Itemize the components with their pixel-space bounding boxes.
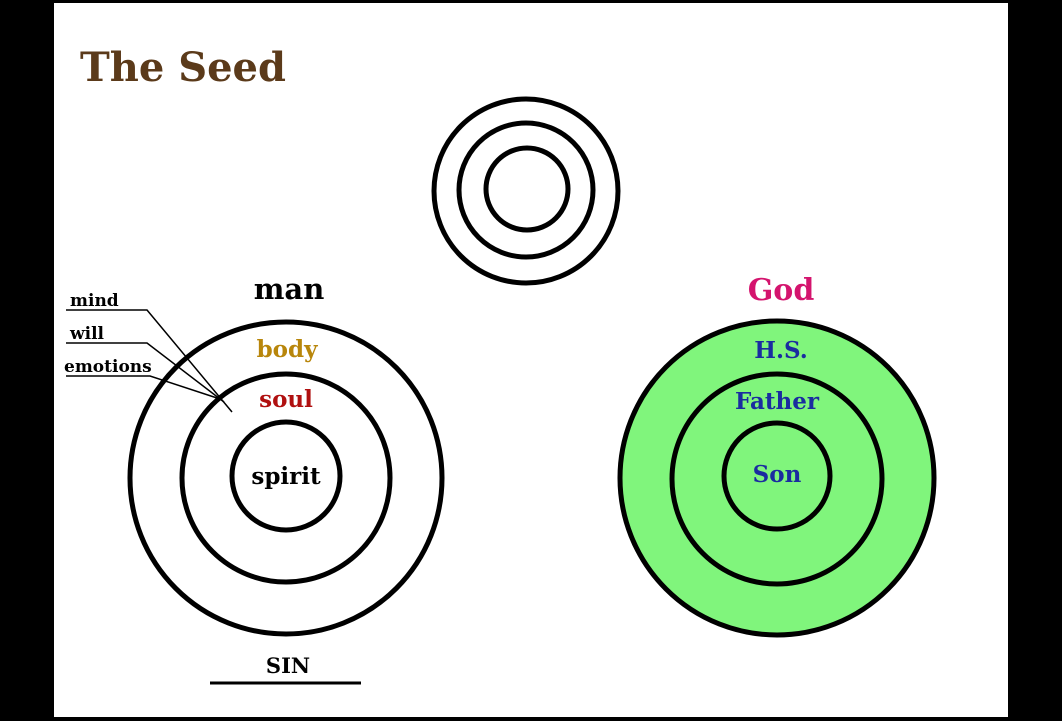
hs-label: H.S. — [754, 337, 808, 364]
emotions-label: emotions — [64, 357, 152, 377]
will-leader-line — [66, 342, 225, 403]
god-middle-ring — [669, 371, 885, 587]
sin-label: SIN — [266, 653, 310, 678]
mind-leader-line — [66, 309, 233, 413]
spirit-label: spirit — [251, 463, 321, 490]
man-heading: man — [254, 272, 325, 306]
will-label: will — [69, 324, 105, 344]
seed-circles — [431, 96, 621, 286]
seed-middle-ring — [456, 120, 596, 260]
soul-label: soul — [259, 386, 313, 413]
god-outer-ring — [617, 318, 937, 638]
emotions-leader-line — [66, 375, 218, 399]
god-heading: God — [748, 273, 815, 308]
man-outer-ring — [127, 319, 445, 637]
seed-outer-ring — [431, 96, 621, 286]
soul-parts — [66, 309, 233, 413]
father-label: Father — [735, 388, 820, 415]
man-middle-ring — [179, 371, 393, 585]
man-inner-ring — [229, 419, 343, 533]
seed-inner-ring — [483, 145, 571, 233]
man-diagram: man body soul spirit mind will emotions … — [64, 272, 445, 685]
god-inner-ring — [721, 420, 833, 532]
god-diagram: God H.S. Father Son — [617, 273, 937, 638]
body-label: body — [257, 336, 319, 363]
son-label: Son — [753, 461, 802, 488]
mind-label: mind — [70, 291, 119, 311]
page-title: The Seed — [80, 44, 286, 91]
